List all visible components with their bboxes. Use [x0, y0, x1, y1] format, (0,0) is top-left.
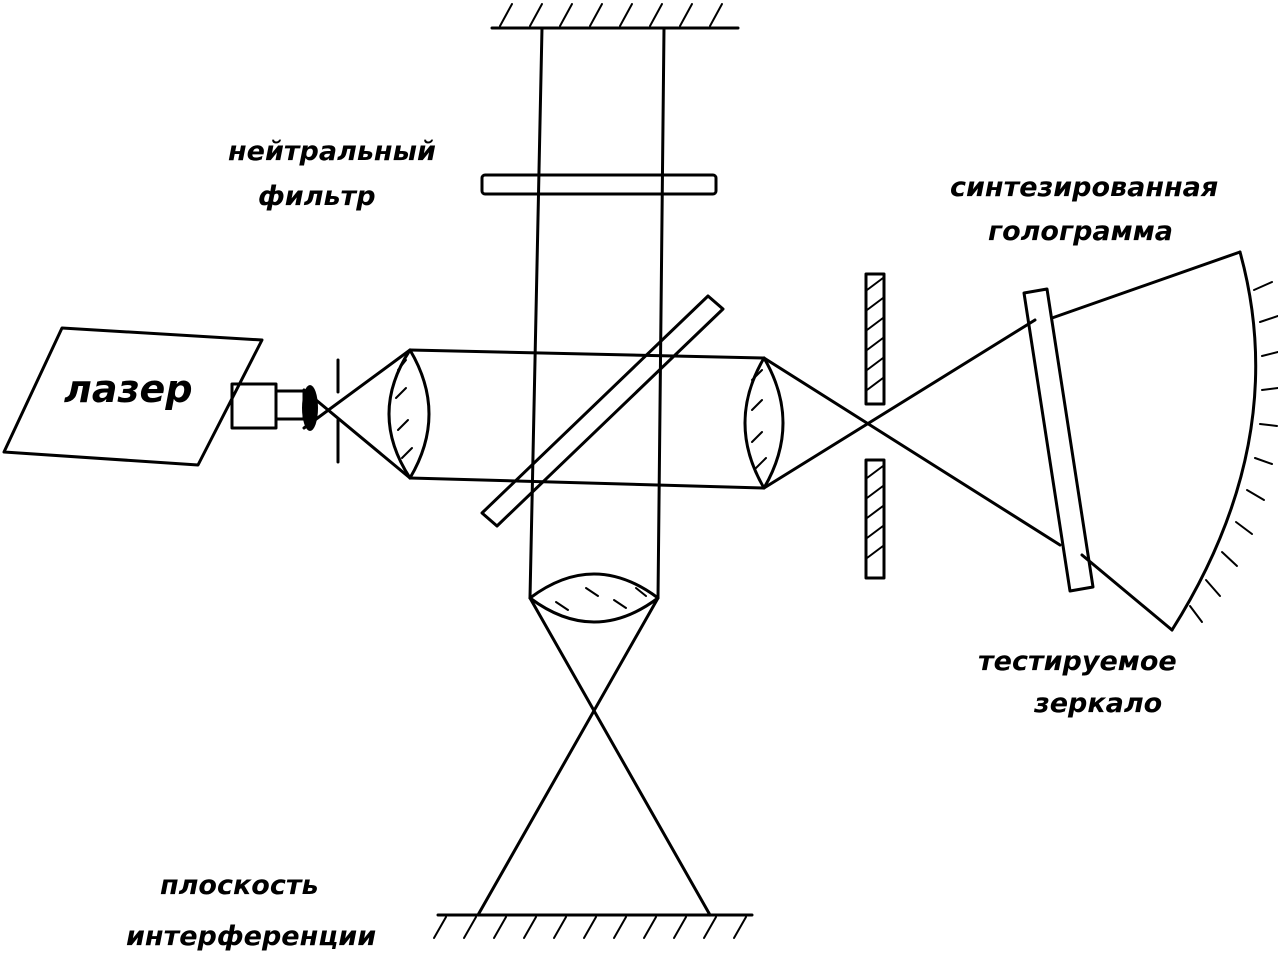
focusing-lens — [743, 356, 785, 490]
neutral-filter-label-line1: нейтральный — [228, 136, 436, 167]
diverging-beam — [302, 348, 412, 480]
interference-plane — [433, 913, 754, 939]
spatial-filter-aperture — [864, 272, 886, 580]
hologram-label-line1: синтезированная — [950, 172, 1218, 203]
laser-label: лазер — [64, 367, 193, 411]
collimating-lens — [387, 348, 431, 480]
test-beam — [1050, 250, 1242, 632]
object-beam — [762, 318, 1062, 547]
tested-mirror — [1170, 250, 1278, 632]
neutral-filter-label-line2: фильтр — [258, 181, 376, 212]
imaging-lens — [528, 572, 660, 624]
plane-label-line1: плоскость — [160, 870, 319, 901]
neutral-filter-plate — [480, 173, 718, 196]
reference-beam — [528, 26, 666, 600]
top-reference-mirror — [490, 3, 740, 30]
collimated-beam — [408, 348, 766, 490]
mirror-label-line2: зеркало — [1033, 688, 1162, 719]
plane-label-line2: интерференции — [126, 921, 376, 952]
interference-beam — [476, 596, 712, 917]
synthesized-hologram-plate — [1022, 287, 1095, 593]
mirror-label-line1: тестируемое — [978, 646, 1177, 677]
hologram-label-line2: голограмма — [988, 216, 1173, 247]
beam-splitter — [480, 294, 725, 528]
